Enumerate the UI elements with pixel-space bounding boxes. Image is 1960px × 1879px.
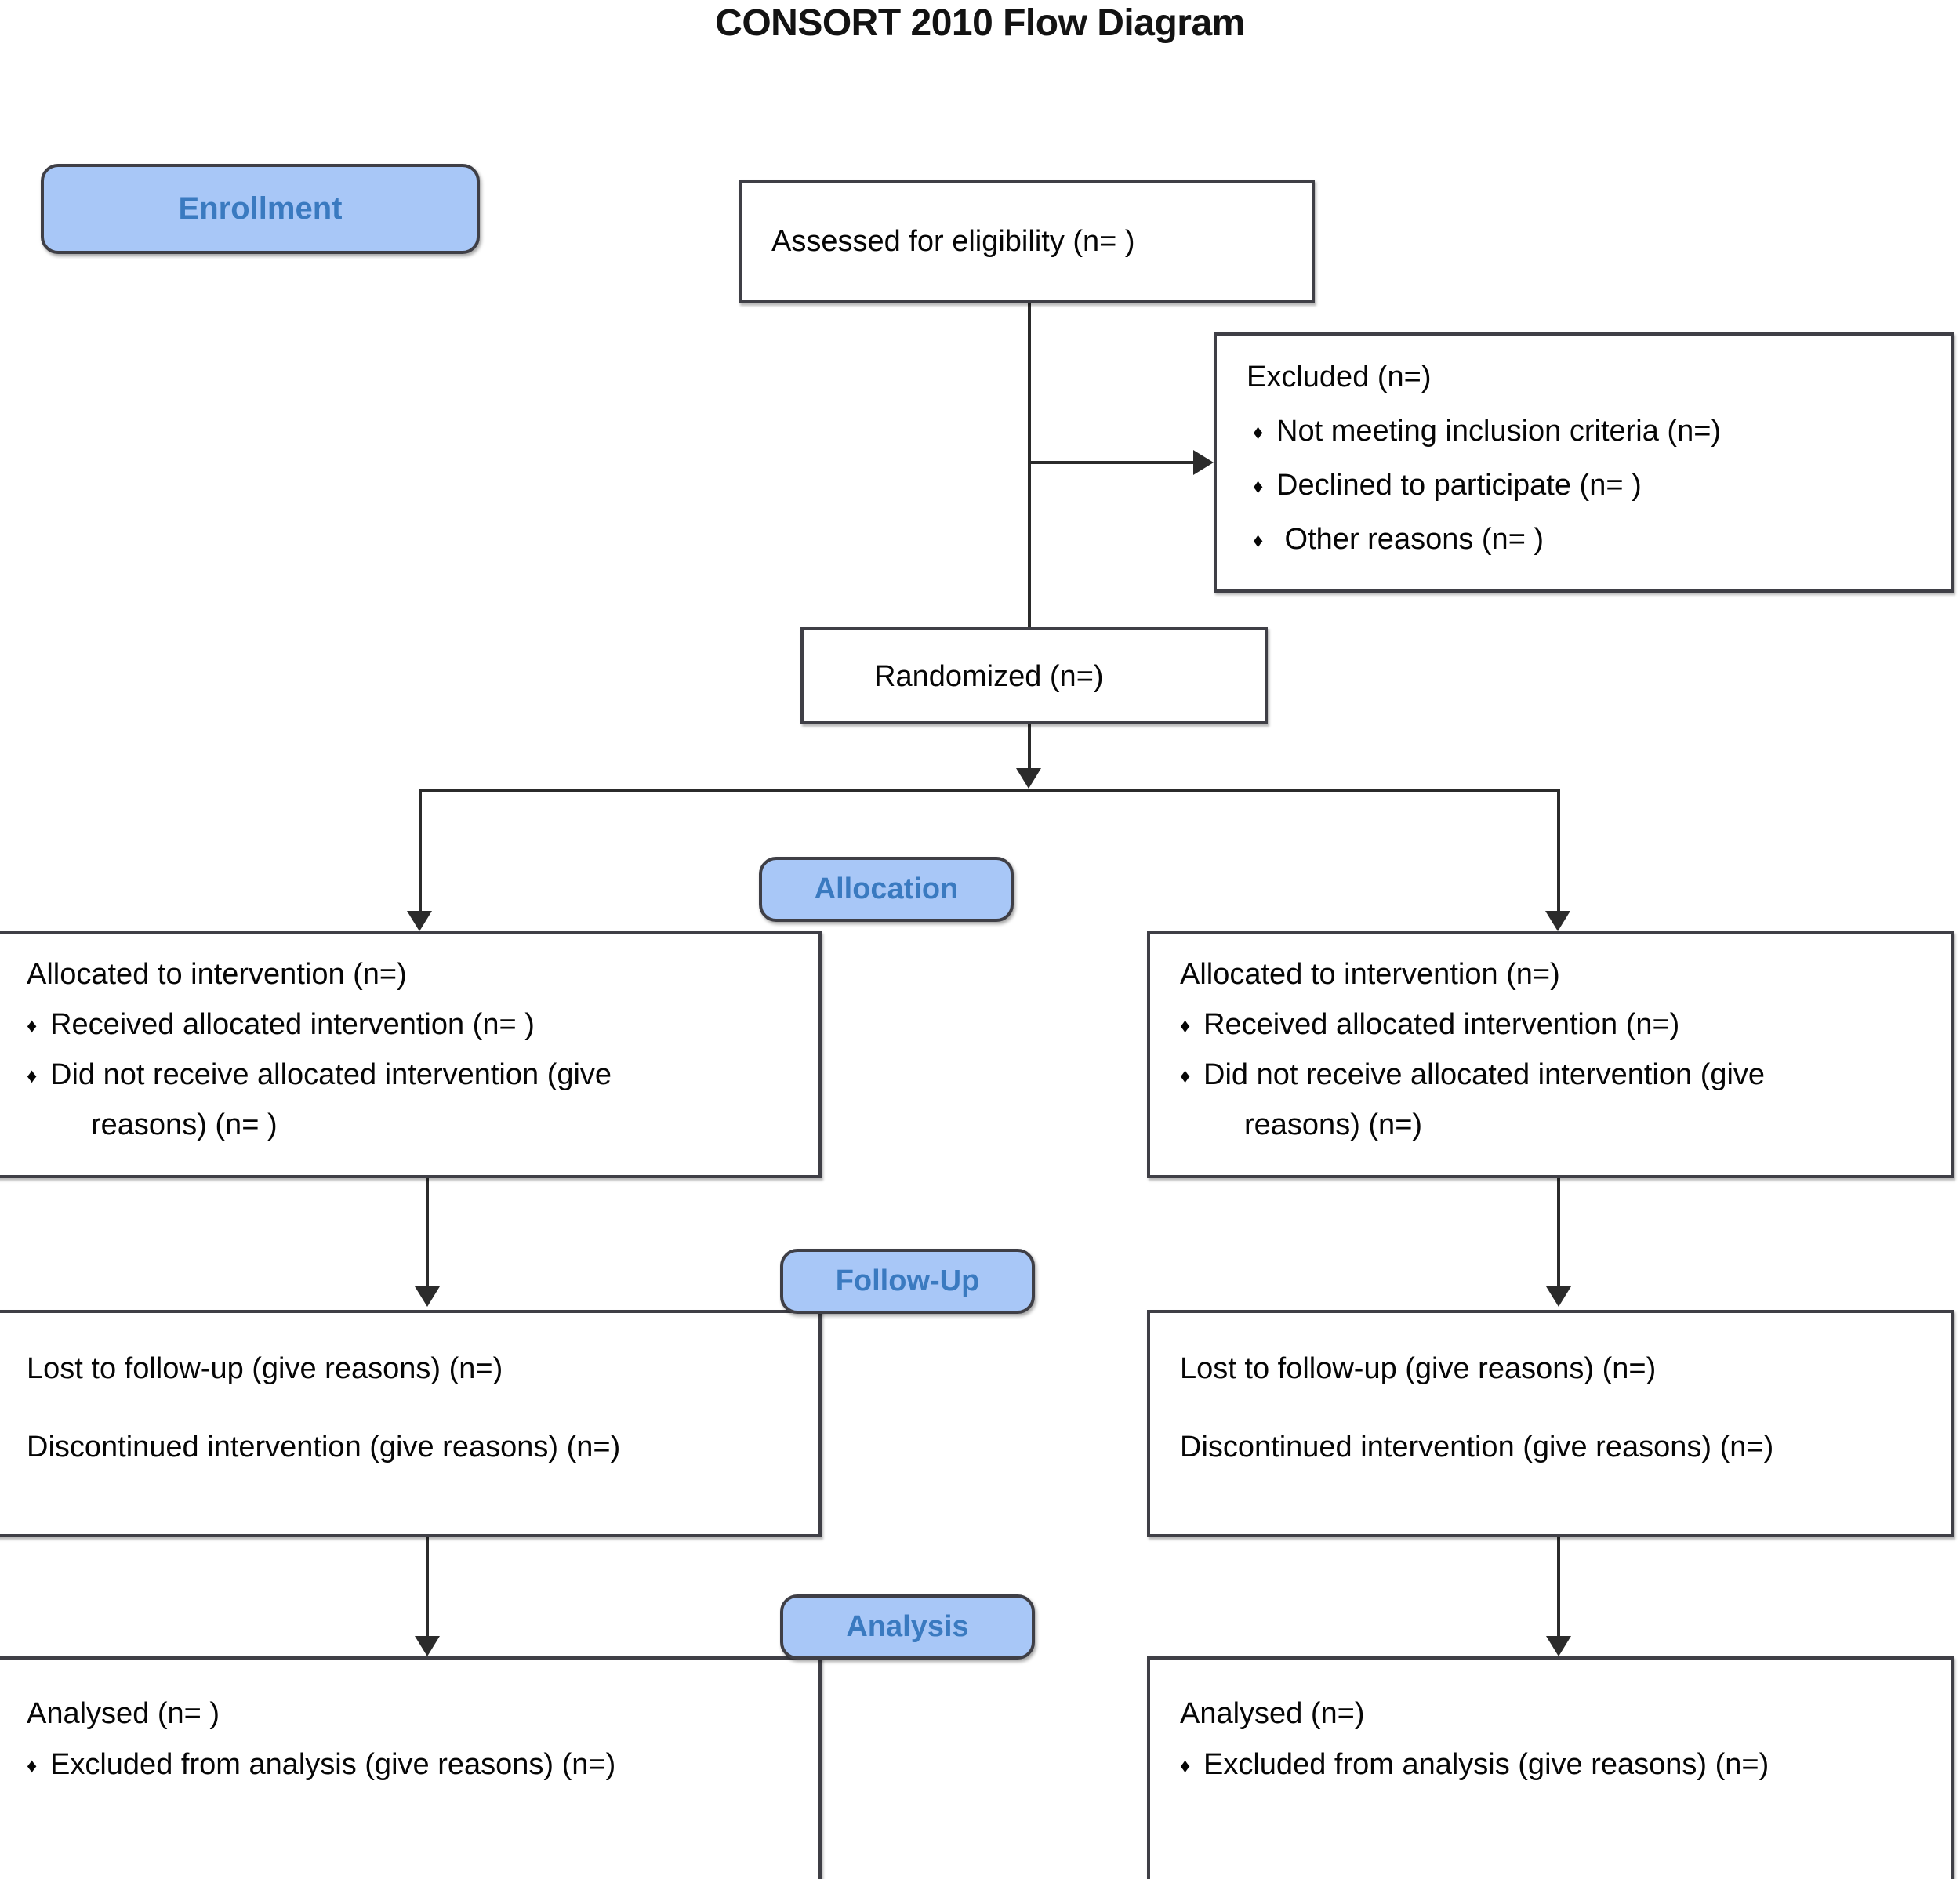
analysis-right-bullet-1: ♦ Excluded from analysis (give reasons) (… <box>1180 1750 1769 1779</box>
allocated-right-bullet-2-continuation: reasons) (n=) <box>1244 1108 1423 1141</box>
excluded-bullet-3-label: Other reasons (n= ) <box>1276 523 1544 556</box>
box-randomized: Randomized (n=) <box>800 627 1268 724</box>
randomized-line: Randomized (n=) <box>874 660 1104 693</box>
box-allocated-left: Allocated to intervention (n=) ♦ Received… <box>0 931 822 1178</box>
connector-split-left-down <box>419 789 422 914</box>
allocated-right-bullet-2-label: Did not receive allocated intervention (… <box>1203 1058 1766 1091</box>
connector-split-right-down <box>1557 789 1560 914</box>
bullet-diamond-icon: ♦ <box>1180 1014 1191 1037</box>
phase-badge-enrollment: Enrollment <box>41 164 480 254</box>
followup-right-line-2: Discontinued intervention (give reasons)… <box>1180 1431 1774 1464</box>
box-allocated-right: Allocated to intervention (n=) ♦ Received… <box>1147 931 1954 1178</box>
phase-badge-allocation-label: Allocation <box>814 872 959 905</box>
analysis-left-bullet-1-label: Excluded from analysis (give reasons) (n… <box>50 1748 616 1781</box>
connector-to-excluded <box>1028 461 1196 464</box>
assessed-line: Assessed for eligibility (n= ) <box>771 225 1135 258</box>
bullet-diamond-icon: ♦ <box>1180 1064 1191 1087</box>
phase-badge-analysis-label: Analysis <box>846 1610 969 1643</box>
arrow-to-excluded-icon <box>1193 450 1214 475</box>
box-analysis-left: Analysed (n= ) ♦ Excluded from analysis (… <box>0 1656 822 1879</box>
arrow-followup-left-icon <box>415 1286 440 1307</box>
analysis-left-bullet-1: ♦ Excluded from analysis (give reasons) (… <box>27 1750 615 1779</box>
excluded-bullet-1-label: Not meeting inclusion criteria (n=) <box>1276 415 1722 448</box>
allocated-right-heading: Allocated to intervention (n=) <box>1180 958 1560 991</box>
box-followup-left: Lost to follow-up (give reasons) (n=) Di… <box>0 1310 822 1537</box>
excluded-bullet-2: ♦ Declined to participate (n= ) <box>1253 470 1642 500</box>
phase-badge-followup-label: Follow-Up <box>835 1264 980 1297</box>
box-excluded: Excluded (n=) ♦ Not meeting inclusion cri… <box>1214 332 1954 593</box>
arrow-randomized-split-icon <box>1016 768 1041 789</box>
bullet-diamond-icon: ♦ <box>1253 528 1264 552</box>
box-analysis-right: Analysed (n=) ♦ Excluded from analysis (g… <box>1147 1656 1954 1879</box>
allocated-left-heading: Allocated to intervention (n=) <box>27 958 407 991</box>
box-assessed-for-eligibility: Assessed for eligibility (n= ) <box>739 180 1315 303</box>
arrow-followup-right-icon <box>1546 1286 1571 1307</box>
bullet-diamond-icon: ♦ <box>1253 474 1264 498</box>
connector-followup-left-to-analysis <box>426 1537 429 1638</box>
page-title: CONSORT 2010 Flow Diagram <box>715 2 1245 44</box>
analysis-left-heading: Analysed (n= ) <box>27 1697 220 1730</box>
phase-badge-enrollment-label: Enrollment <box>178 191 343 226</box>
connector-assessed-to-randomized <box>1028 303 1031 627</box>
allocated-left-bullet-2: ♦ Did not receive allocated intervention … <box>27 1060 612 1090</box>
phase-badge-allocation: Allocation <box>759 857 1014 922</box>
allocated-left-bullet-2-continuation: reasons) (n= ) <box>91 1108 278 1141</box>
connector-allocated-left-to-followup <box>426 1178 429 1290</box>
connector-allocation-split-bar <box>419 789 1560 792</box>
followup-left-line-1: Lost to follow-up (give reasons) (n=) <box>27 1352 503 1385</box>
allocated-right-bullet-1-label: Received allocated intervention (n=) <box>1203 1008 1680 1041</box>
allocated-left-bullet-1: ♦ Received allocated intervention (n= ) <box>27 1010 535 1039</box>
bullet-diamond-icon: ♦ <box>27 1064 38 1087</box>
excluded-bullet-2-label: Declined to participate (n= ) <box>1276 469 1642 502</box>
analysis-right-bullet-1-label: Excluded from analysis (give reasons) (n… <box>1203 1748 1769 1781</box>
allocated-right-bullet-2: ♦ Did not receive allocated intervention … <box>1180 1060 1765 1090</box>
arrow-allocated-left-icon <box>407 911 432 931</box>
followup-right-line-1: Lost to follow-up (give reasons) (n=) <box>1180 1352 1657 1385</box>
connector-randomized-down <box>1028 724 1031 771</box>
bullet-diamond-icon: ♦ <box>27 1014 38 1037</box>
followup-left-line-2: Discontinued intervention (give reasons)… <box>27 1431 621 1464</box>
bullet-diamond-icon: ♦ <box>27 1754 38 1777</box>
phase-badge-followup: Follow-Up <box>780 1249 1035 1314</box>
excluded-heading: Excluded (n=) <box>1247 361 1432 394</box>
connector-allocated-right-to-followup <box>1557 1178 1560 1290</box>
excluded-bullet-3: ♦ Other reasons (n= ) <box>1253 524 1544 554</box>
arrow-analysis-right-icon <box>1546 1636 1571 1656</box>
analysis-right-heading: Analysed (n=) <box>1180 1697 1365 1730</box>
connector-followup-right-to-analysis <box>1557 1537 1560 1638</box>
bullet-diamond-icon: ♦ <box>1180 1754 1191 1777</box>
box-followup-right: Lost to follow-up (give reasons) (n=) Di… <box>1147 1310 1954 1537</box>
arrow-allocated-right-icon <box>1545 911 1570 931</box>
allocated-right-bullet-1: ♦ Received allocated intervention (n=) <box>1180 1010 1679 1039</box>
allocated-left-bullet-1-label: Received allocated intervention (n= ) <box>50 1008 535 1041</box>
phase-badge-analysis: Analysis <box>780 1594 1035 1660</box>
excluded-bullet-1: ♦ Not meeting inclusion criteria (n=) <box>1253 416 1721 446</box>
arrow-analysis-left-icon <box>415 1636 440 1656</box>
allocated-left-bullet-2-label: Did not receive allocated intervention (… <box>50 1058 612 1091</box>
bullet-diamond-icon: ♦ <box>1253 420 1264 444</box>
